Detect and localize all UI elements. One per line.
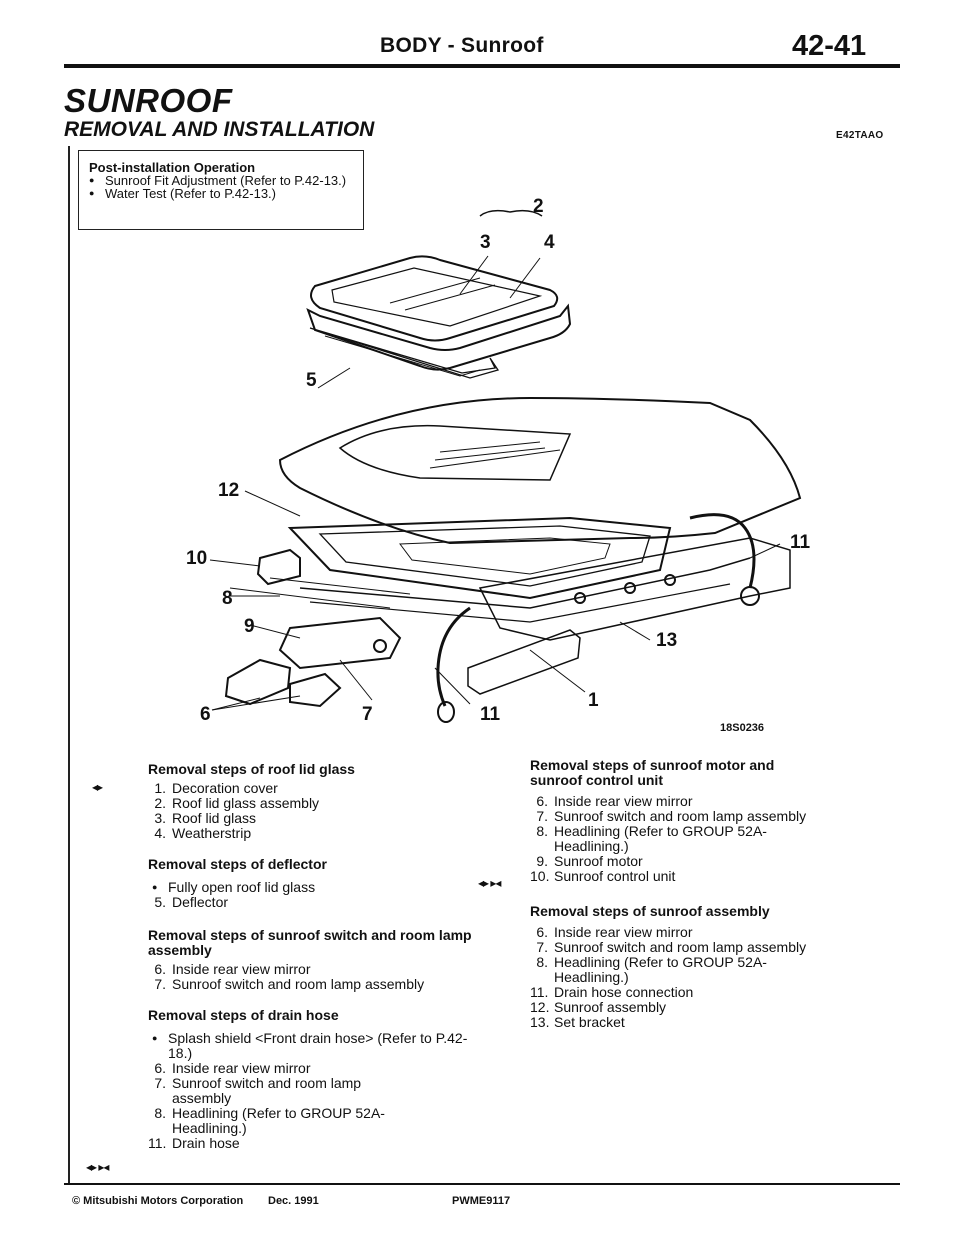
header-rule [64, 64, 900, 68]
step-item: 1.Decoration cover [154, 780, 278, 796]
left-column: Removal steps of roof lid glass 1.Decora… [148, 762, 478, 1151]
drain-heading: Removal steps of drain hose [148, 1007, 339, 1023]
step-item: 7.Sunroof switch and room lamp assembly [154, 976, 425, 992]
callout-6: 6 [200, 704, 211, 725]
step-item: 4.Weatherstrip [154, 825, 252, 841]
step-item: 11.Drain hose [148, 1135, 240, 1151]
margin-bar [68, 146, 70, 1184]
callout-5: 5 [306, 370, 317, 391]
footer-rule [64, 1183, 900, 1185]
step-item: 9.Sunroof motor [536, 853, 643, 869]
post-installation-title: Post-installation Operation [89, 160, 256, 175]
step-item: 8.Headlining (Refer to GROUP 52A-Headlin… [536, 954, 767, 985]
splash-shield [467, 629, 581, 695]
header-title: BODY - Sunroof [380, 34, 544, 57]
callout-12: 12 [218, 480, 240, 501]
sunroof-control-unit [256, 548, 301, 586]
section-title: SUNROOF [64, 82, 233, 119]
callout-2: 2 [533, 196, 544, 217]
callout-9: 9 [244, 616, 255, 637]
rear-view-mirror [224, 658, 292, 706]
callout-4: 4 [544, 232, 555, 253]
step-item: 6.Inside rear view mirror [154, 1060, 311, 1076]
footer-doc-code: PWME9117 [452, 1195, 511, 1207]
sunroof-frame [287, 516, 672, 600]
callout-11-bottom: 11 [480, 704, 501, 725]
sunroof-motor [278, 616, 402, 670]
motor-heading: Removal steps of sunroof motor and sunro… [530, 757, 775, 788]
step-bullet: Fully open roof lid glass [152, 880, 478, 896]
step-item: 8.Headlining (Refer to GROUP 52A-Headlin… [536, 823, 767, 854]
callout-3: 3 [480, 232, 491, 253]
switch-room-lamp [289, 672, 342, 708]
assembly-heading: Removal steps of sunroof assembly [530, 903, 770, 919]
step-item: 12.Sunroof assembly [530, 999, 667, 1015]
service-marker: ◂▸ ▸◂ [478, 876, 501, 890]
roof-lid-heading: Removal steps of roof lid glass [148, 761, 355, 777]
step-item: 6.Inside rear view mirror [536, 793, 693, 809]
step-bullet: Splash shield <Front drain hose> (Refer … [152, 1031, 468, 1061]
step-item: 13.Set bracket [530, 1014, 625, 1030]
post-installation-item: Water Test (Refer to P.42-13.) [89, 187, 355, 200]
drain-hose-right [689, 513, 756, 589]
roof-lid-glass [310, 255, 559, 342]
post-installation-box: Post-installation Operation Sunroof Fit … [78, 150, 364, 230]
callout-13: 13 [656, 630, 678, 651]
step-item: 7.Sunroof switch and room lamp assembly [154, 1075, 362, 1106]
right-column: Removal steps of sunroof motor and sunro… [530, 758, 850, 1030]
callout-1: 1 [588, 690, 599, 711]
callout-11-right: 11 [790, 532, 811, 553]
footer-date: Dec. 1991 [268, 1195, 319, 1207]
weatherstrip [306, 303, 572, 371]
switch-heading: Removal steps of sunroof switch and room… [148, 927, 472, 958]
step-item: 6.Inside rear view mirror [154, 961, 311, 977]
service-marker: ◂▸ ▸◂ [86, 1160, 109, 1174]
service-marker: ◂▸ [92, 780, 103, 794]
deflector-heading: Removal steps of deflector [148, 856, 327, 872]
callout-10: 10 [186, 548, 208, 569]
step-item: 7.Sunroof switch and room lamp assembly [536, 808, 807, 824]
step-item: 8.Headlining (Refer to GROUP 52A-Headlin… [154, 1105, 385, 1136]
post-installation-item: Sunroof Fit Adjustment (Refer to P.42-13… [89, 174, 355, 187]
step-item: 3.Roof lid glass [154, 810, 257, 826]
step-item: 5.Deflector [154, 894, 229, 910]
step-item: 11.Drain hose connection [530, 984, 694, 1000]
step-item: 7.Sunroof switch and room lamp assembly [536, 939, 807, 955]
deflector [309, 327, 500, 379]
callout-8: 8 [222, 588, 233, 609]
section-code: E42TAAO [836, 130, 884, 141]
figure-code: 18S0236 [720, 722, 765, 734]
roof-panel [278, 396, 802, 545]
drain-hose-front [436, 606, 471, 707]
page-number: 42-41 [792, 30, 867, 62]
sunroof-exploded-diagram [209, 209, 802, 723]
set-bracket [478, 537, 791, 641]
callout-7: 7 [362, 704, 373, 725]
step-item: 2.Roof lid glass assembly [154, 795, 320, 811]
step-item: 10.Sunroof control unit [530, 868, 676, 884]
subsection-title: REMOVAL AND INSTALLATION [64, 118, 375, 141]
step-item: 6.Inside rear view mirror [536, 924, 693, 940]
footer-copyright: © Mitsubishi Motors Corporation [72, 1195, 244, 1207]
